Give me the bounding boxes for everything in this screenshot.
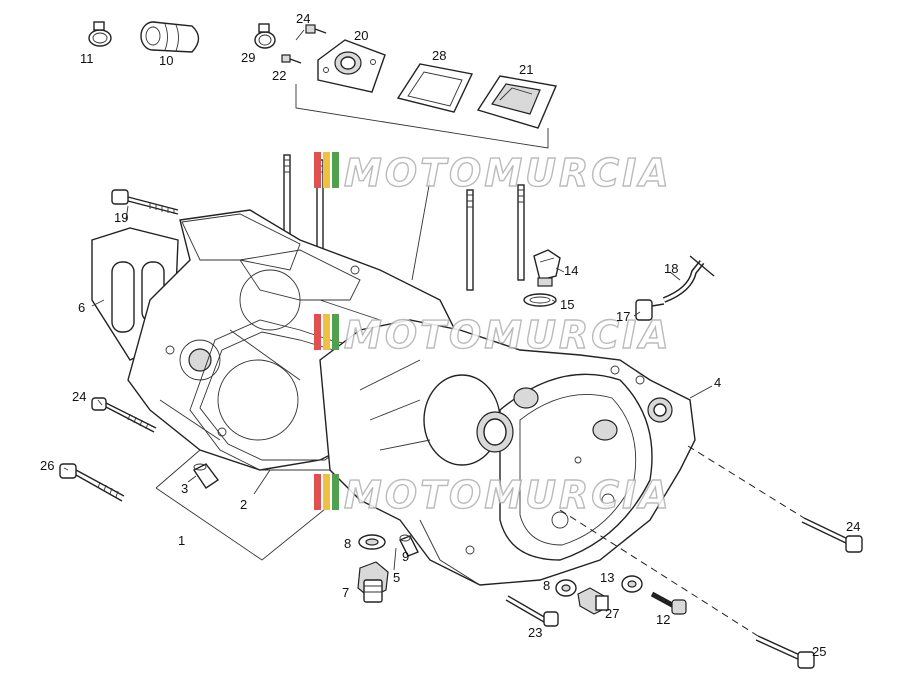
callout-2: 2 [240, 497, 247, 512]
bolt-23 [505, 595, 559, 627]
breather-hose-18 [662, 255, 715, 303]
callout-24-right-upper: 24 [846, 519, 860, 534]
right-crankcase-half [319, 319, 696, 586]
callout-5: 5 [393, 570, 400, 585]
bolt-24-right-lower [755, 635, 815, 669]
callout-25: 24 [296, 11, 310, 26]
callout-12: 12 [656, 612, 670, 627]
dowel-3 [192, 463, 220, 489]
watermark-bottom: MOTOMURCIA [314, 472, 672, 518]
bolt-19 [111, 189, 179, 215]
callout-15: 15 [560, 297, 574, 312]
callout-13: 13 [600, 570, 614, 585]
callout-17: 17 [616, 309, 630, 324]
watermark-text: MOTOMURCIA [344, 313, 672, 357]
bolt-26 [59, 463, 125, 502]
clamp-11 [88, 21, 112, 47]
alignment-line [559, 509, 759, 637]
callout-19: 19 [114, 210, 128, 225]
callout-20: 20 [354, 28, 368, 43]
watermark-top: MOTOMURCIA [314, 150, 672, 196]
watermark-middle: MOTOMURCIA [314, 312, 672, 358]
filler-plug-14 [533, 249, 561, 287]
washer-8-right [555, 579, 577, 597]
reed-flange-20 [317, 39, 386, 93]
callout-28: 28 [432, 48, 446, 63]
o-ring-15 [523, 293, 557, 307]
alignment-line [687, 445, 805, 519]
callout-3: 3 [181, 481, 188, 496]
callout-4: 4 [714, 375, 721, 390]
bolt-12 [650, 591, 687, 615]
callout-10: 10 [159, 53, 173, 68]
callout-24-left: 24 [72, 389, 86, 404]
callout-23: 23 [528, 625, 542, 640]
callout-22: 22 [272, 68, 286, 83]
screw-22 [281, 54, 302, 64]
callout-9: 9 [402, 549, 409, 564]
clamp-29 [254, 23, 276, 49]
breather-fitting-17 [635, 299, 665, 321]
gasket-28 [396, 63, 474, 113]
reed-valve-21 [476, 75, 557, 129]
callout-24-right-lower: 25 [812, 644, 826, 659]
callout-1: 1 [178, 533, 185, 548]
callout-27: 27 [605, 606, 619, 621]
callout-18: 18 [664, 261, 678, 276]
callout-8-left: 8 [344, 536, 351, 551]
plug-27 [577, 587, 609, 615]
dowel-9 [399, 534, 419, 557]
callout-21: 21 [519, 62, 533, 77]
callout-11: 11 [80, 51, 94, 66]
washer-8-left [358, 534, 386, 550]
bolt-24-left [91, 397, 157, 433]
intake-sleeve-10 [140, 21, 200, 53]
washer-13 [621, 575, 643, 593]
callout-26: 26 [40, 458, 54, 473]
watermark-text: MOTOMURCIA [344, 151, 672, 195]
callout-29: 29 [241, 50, 255, 65]
screw-25 [305, 24, 327, 34]
drain-bolt-7 [357, 561, 389, 603]
callout-14: 14 [564, 263, 578, 278]
watermark-text: MOTOMURCIA [344, 473, 672, 517]
bracket-line [295, 84, 549, 149]
leader-lines [63, 29, 713, 571]
callout-7: 7 [342, 585, 349, 600]
callout-6: 6 [78, 300, 85, 315]
callout-8-right: 8 [543, 578, 550, 593]
bolt-24-right-upper [801, 517, 863, 553]
